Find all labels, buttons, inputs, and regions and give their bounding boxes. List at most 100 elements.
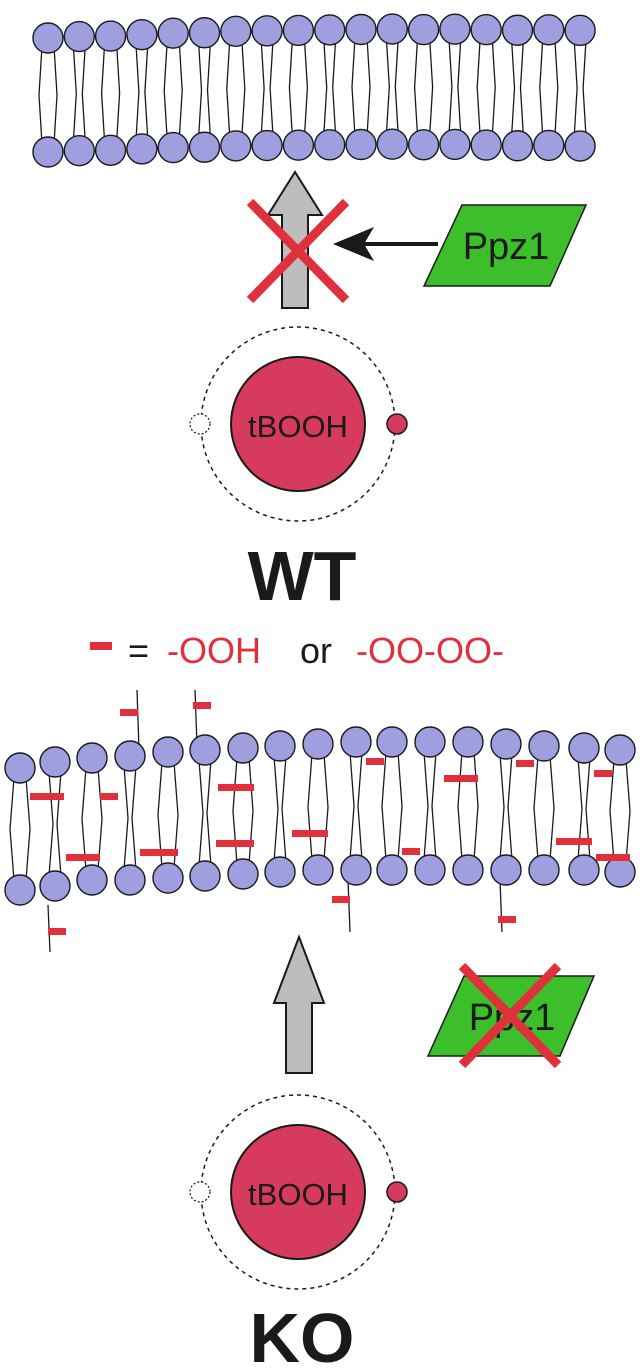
intact-lipid-bilayer <box>32 13 596 168</box>
lipid-head <box>439 128 471 161</box>
tbooh-label: tBOOH <box>248 1177 348 1212</box>
lipid-tail <box>549 755 555 861</box>
lipid-tail <box>457 751 463 861</box>
lipid-head <box>528 854 560 886</box>
lipid-head <box>188 131 221 163</box>
lipid-head <box>345 128 377 161</box>
lipid-head <box>76 742 108 774</box>
oxidation-mark <box>30 793 64 800</box>
lipid-tail <box>241 39 246 138</box>
oxidation-mark <box>444 775 478 782</box>
oxidation-mark <box>402 848 420 855</box>
lipid-head <box>227 732 259 764</box>
lipid-tail <box>197 40 203 140</box>
lipid-head <box>568 732 600 764</box>
lipid-tail <box>351 37 356 137</box>
legend-equals: = <box>128 630 149 671</box>
lipid-tail <box>260 38 265 138</box>
tbooh-label: tBOOH <box>248 409 348 444</box>
legend: = -OOH or -OO-OO- <box>90 630 504 671</box>
lipid-head <box>376 128 408 160</box>
lipid-head <box>251 129 283 162</box>
lipid-head <box>227 858 259 890</box>
lipid-head <box>282 129 315 161</box>
lipid-head <box>490 728 522 760</box>
lipid-head <box>126 18 158 51</box>
lipid-tail <box>510 38 516 138</box>
lipid-head <box>94 134 127 167</box>
empty-electron-dot <box>189 413 211 435</box>
oxidation-mark <box>48 928 66 935</box>
lipid-head <box>302 854 334 886</box>
lipid-head <box>63 20 96 53</box>
legend-oooo: -OO-OO- <box>356 630 504 671</box>
lipid-tail <box>226 39 231 138</box>
lipid-tail <box>307 753 313 861</box>
lipid-tail <box>25 777 31 881</box>
lipid-head <box>220 15 252 47</box>
lipid-head <box>152 862 184 894</box>
lipid-head <box>439 13 471 45</box>
lipid-head <box>76 864 108 896</box>
lipid-tail <box>53 45 58 145</box>
lipid-tail <box>232 757 238 865</box>
electron-dot <box>386 1181 408 1203</box>
lipid-head <box>568 854 600 886</box>
lipid-tail <box>48 771 54 877</box>
oxidation-mark <box>216 840 254 847</box>
lipid-tail <box>163 41 168 140</box>
lipid-head <box>501 14 534 46</box>
lipid-tail <box>273 755 279 863</box>
lipid-head <box>604 856 636 888</box>
gray-up-arrow-icon <box>266 170 324 309</box>
lipid-tail <box>288 38 294 138</box>
lipid-tail <box>347 879 351 933</box>
lipid-tail <box>457 37 462 137</box>
oxidation-mark <box>498 916 516 923</box>
lipid-head <box>604 734 636 766</box>
lipid-tail <box>366 37 371 137</box>
lipid-tail <box>381 751 387 861</box>
lipid-tail <box>491 37 496 138</box>
lipid-head <box>126 133 158 165</box>
lipid-head <box>114 864 146 896</box>
lipid-tail <box>303 38 309 138</box>
lipid-head <box>340 854 372 886</box>
oxidation-mark <box>193 702 211 709</box>
oxidation-mark <box>366 758 384 765</box>
lipid-tail <box>476 37 481 138</box>
lipid-head <box>4 752 36 784</box>
lipid-head <box>4 874 36 906</box>
ppz1-shape <box>422 204 588 287</box>
lipid-tail <box>9 777 15 881</box>
lipid-head <box>157 17 189 49</box>
lipid-head <box>314 129 346 161</box>
lipid-tail <box>423 751 429 861</box>
lipid-tail <box>115 44 121 143</box>
lipid-tail <box>573 38 578 139</box>
lipid-tail <box>178 41 183 140</box>
ppz1-label: Ppz1 <box>463 226 550 268</box>
lipid-tail <box>539 37 544 138</box>
lipid-head <box>282 14 315 47</box>
lipid-head <box>407 13 440 46</box>
lipid-head <box>470 129 502 161</box>
oxidation-mark <box>516 760 534 767</box>
lipid-tail <box>135 42 140 141</box>
lipid-head <box>188 17 221 49</box>
lipid-head <box>340 726 372 758</box>
lipid-tail <box>323 753 329 861</box>
lipid-tail <box>269 38 274 138</box>
lipid-head <box>314 14 346 46</box>
lipid-tail <box>100 44 106 143</box>
lipid-head <box>152 736 184 768</box>
lipid-tail <box>533 755 539 861</box>
tbooh-molecule <box>230 356 366 492</box>
lipid-tail <box>499 879 503 933</box>
lipid-head <box>414 854 446 886</box>
legend-ooh: -OOH <box>167 630 261 671</box>
oxidation-mark <box>140 849 178 856</box>
legend-red-dash <box>90 642 112 650</box>
lipid-head <box>189 734 221 766</box>
lipid-head <box>189 860 221 892</box>
